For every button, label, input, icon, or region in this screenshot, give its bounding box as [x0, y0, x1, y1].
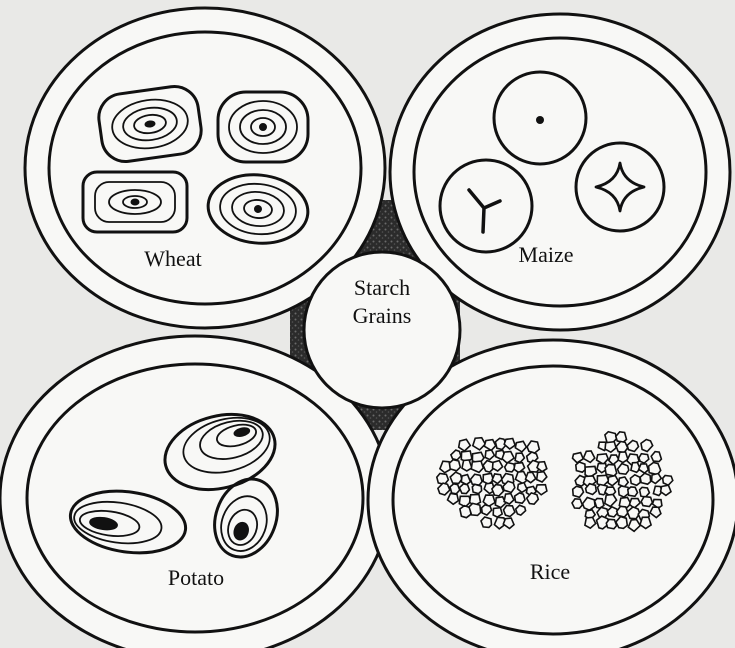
rice-grain [649, 463, 661, 475]
rice-grain [640, 473, 651, 484]
panel-label-rice: Rice [530, 561, 570, 583]
rice-grain [606, 519, 616, 529]
panel-label-maize: Maize [519, 244, 574, 266]
rice-grain [472, 484, 481, 493]
rice-grain [515, 493, 525, 503]
rice-inner-circle [393, 366, 713, 634]
rice-grain [481, 517, 492, 527]
rice-grain [505, 463, 515, 472]
wheat-inner-circle [49, 32, 361, 304]
rice-grain [586, 484, 597, 495]
rice-grain [459, 484, 469, 494]
rice-grain [493, 508, 502, 517]
center-title-line1: Starch [327, 274, 437, 302]
center-title-line2: Grains [327, 302, 437, 330]
rice-grain [462, 460, 472, 471]
panel-label-potato: Potato [168, 567, 224, 589]
rice-grain [630, 475, 640, 486]
rice-grain [572, 499, 582, 509]
rice-grain [469, 503, 481, 515]
rice-grain [605, 464, 617, 476]
rice-grain [450, 484, 460, 494]
panel-label-wheat: Wheat [144, 248, 201, 270]
rice-grain [641, 497, 652, 507]
rice-grain [576, 462, 585, 472]
potato-inner-circle [27, 364, 363, 632]
rice-grain [628, 487, 638, 496]
center-title: Starch Grains [327, 274, 437, 330]
rice-grain [449, 460, 460, 471]
rice-grain [595, 498, 604, 508]
